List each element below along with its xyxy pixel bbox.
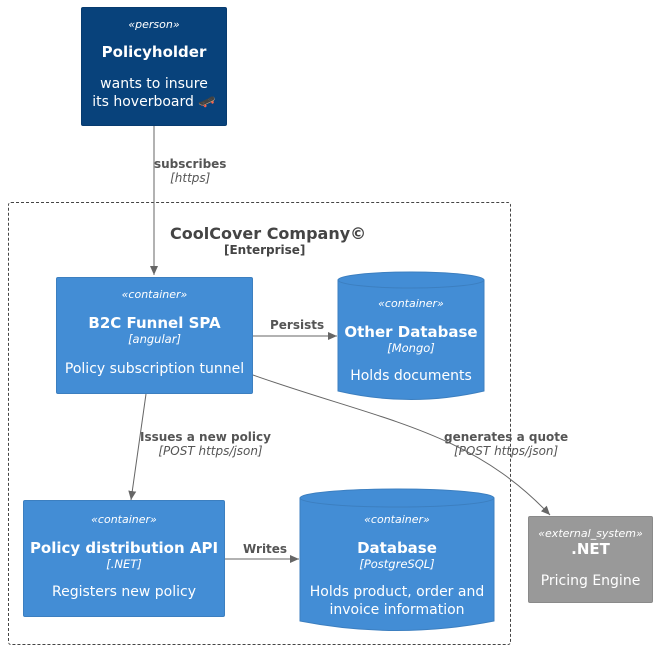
other-database-cylinder bbox=[337, 271, 485, 400]
label-subscribes: subscribes [https] bbox=[154, 157, 227, 185]
api-stereotype: «container» bbox=[91, 513, 157, 526]
database-stereotype: «container» bbox=[364, 513, 430, 526]
boundary-type: [Enterprise] bbox=[224, 243, 306, 257]
edge-issues bbox=[128, 393, 147, 501]
person-description: wants to insure its hoverboard 🛹 bbox=[92, 76, 216, 110]
other-db-description: Holds documents bbox=[350, 368, 472, 384]
pricing-engine-external-system[interactable]: «external_system» .NET Pricing Engine bbox=[528, 516, 653, 603]
database-name: Database bbox=[357, 539, 437, 557]
other-db-name: Other Database bbox=[344, 323, 478, 341]
api-name: Policy distribution API bbox=[29, 539, 219, 557]
other-db-technology: [Mongo] bbox=[387, 341, 435, 355]
label-issues: Issues a new policy [POST https/json] bbox=[140, 430, 271, 458]
policy-distribution-api-container[interactable]: «container» Policy distribution API [.NE… bbox=[23, 500, 225, 617]
database[interactable]: «container» Database [PostgreSQL] Holds … bbox=[300, 513, 494, 619]
external-description: Pricing Engine bbox=[540, 573, 641, 589]
api-description: Registers new policy bbox=[52, 584, 196, 600]
boundary-title: CoolCover Company© bbox=[170, 224, 367, 243]
database-description: Holds product, order and invoice informa… bbox=[309, 584, 485, 618]
enterprise-boundary bbox=[8, 202, 511, 645]
person-stereotype: «person» bbox=[128, 18, 180, 31]
database-cylinder bbox=[299, 488, 495, 631]
database-technology: [PostgreSQL] bbox=[359, 557, 435, 571]
spa-description: Policy subscription tunnel bbox=[64, 361, 245, 377]
spa-stereotype: «container» bbox=[121, 288, 188, 301]
label-persists: Persists bbox=[270, 318, 325, 332]
external-name: .NET bbox=[571, 540, 610, 558]
person-name: Policyholder bbox=[101, 43, 207, 61]
edge-quote bbox=[252, 374, 551, 516]
other-database[interactable]: «container» Other Database [Mongo] Holds… bbox=[338, 297, 484, 385]
label-writes: Writes bbox=[243, 542, 288, 556]
label-quote: generates a quote [POST https/json] bbox=[444, 430, 569, 458]
other-db-stereotype: «container» bbox=[378, 297, 444, 310]
b2c-funnel-spa-container[interactable]: «container» B2C Funnel SPA [angular] Pol… bbox=[56, 277, 253, 394]
api-technology: [.NET] bbox=[106, 557, 142, 571]
spa-technology: [angular] bbox=[128, 332, 181, 346]
policyholder-person[interactable]: «person» Policyholder wants to insure it… bbox=[81, 7, 227, 126]
spa-name: B2C Funnel SPA bbox=[88, 314, 221, 332]
external-stereotype: «external_system» bbox=[538, 527, 643, 540]
